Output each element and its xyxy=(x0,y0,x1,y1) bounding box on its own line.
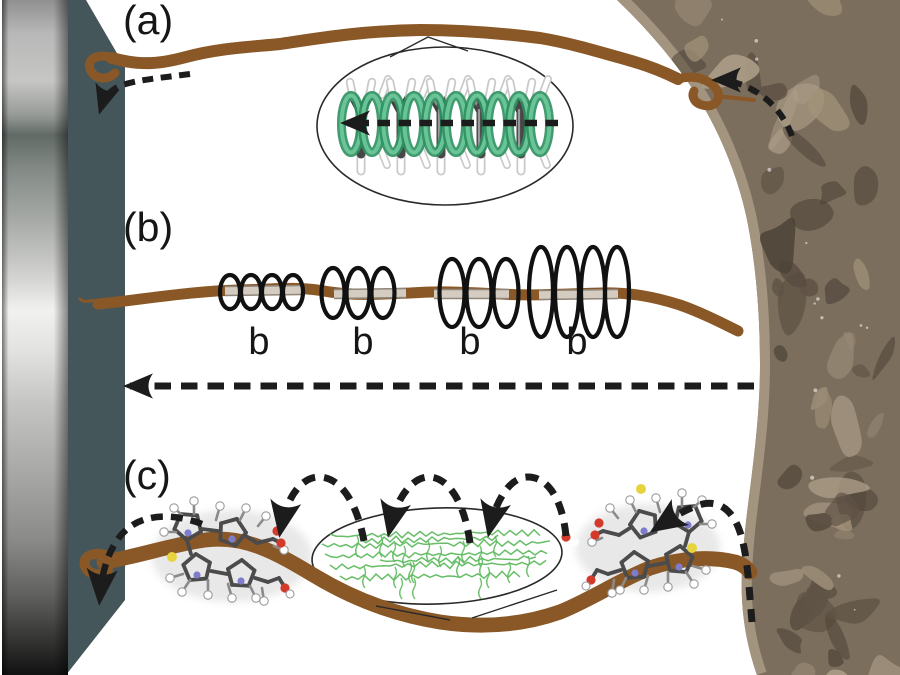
hop-arrow-3 xyxy=(480,473,570,538)
wire-a-left-curl xyxy=(85,51,120,83)
electron-arrow-a-left xyxy=(95,71,191,115)
polymer-inset-callout-right xyxy=(471,589,558,619)
wire-a-right-hook xyxy=(673,72,724,111)
molecular-wire-c xyxy=(96,531,758,633)
molecular-wire-a xyxy=(106,24,684,85)
hop-arrow-2 xyxy=(380,473,474,544)
hop-arrow-from-cell xyxy=(649,498,756,623)
bridge-label-3: b xyxy=(459,321,480,363)
panel-a-label: (a) xyxy=(123,0,173,43)
polymer-inset-callout-left xyxy=(375,605,451,621)
hop-arrow-1 xyxy=(270,473,368,542)
panel-c: (c) xyxy=(79,452,758,633)
left-electrode xyxy=(2,0,125,675)
chromophore-molecule-left xyxy=(159,496,295,606)
wire-a-blob-strand xyxy=(714,94,756,102)
metal-bar-shading xyxy=(2,0,68,675)
panel-b: (b) b b b b xyxy=(78,204,744,363)
molecular-wire-b xyxy=(92,282,744,337)
tunneling-coil xyxy=(217,244,632,340)
electron-arrow-a-right xyxy=(711,67,795,138)
hop-arrow-to-electrode xyxy=(86,513,204,606)
bridge-label-2: b xyxy=(352,321,373,363)
orbital-inset-callout xyxy=(389,36,469,58)
bridge-labels: b b b b xyxy=(248,321,587,363)
panel-b-label: (b) xyxy=(123,204,173,250)
bridge-label-1: b xyxy=(248,321,269,363)
bridge-label-4: b xyxy=(566,321,587,363)
panel-a: (a) xyxy=(85,0,795,206)
hopping-arrows xyxy=(86,473,756,623)
cell-body-texture xyxy=(671,0,900,675)
electrode-face xyxy=(66,0,125,675)
panel-c-label: (c) xyxy=(123,452,171,498)
